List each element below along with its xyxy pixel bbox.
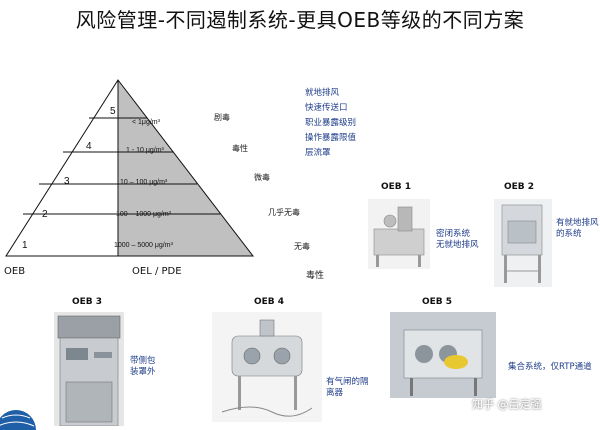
tier-1-range: 1000 – 5000 μg/m³	[114, 242, 174, 249]
oeb1-caption: 密闭系统 无就地排风	[436, 229, 479, 250]
toxicity-label-6: 毒性	[306, 271, 325, 281]
list-item: 就地排风	[305, 88, 340, 98]
tier-4-range: 1 - 10 μg/m³	[126, 147, 165, 154]
tier-2-range: 100 – 1000 μg/m³	[116, 211, 172, 218]
oeb3-equipment-image	[54, 312, 124, 426]
oeb2-title: OEB 2	[504, 182, 535, 192]
tier-5-range: < 1μg/m³	[132, 119, 161, 126]
oeb3-title: OEB 3	[72, 297, 103, 307]
axis-oel-label: OEL / PDE	[132, 266, 182, 277]
oeb2-equipment-image	[494, 199, 552, 287]
globe-logo-icon	[0, 410, 36, 430]
tier-2-number: 2	[42, 209, 48, 220]
oeb2-caption: 有就地排风的系统	[556, 218, 599, 239]
oeb5-equipment-image	[390, 312, 496, 398]
oeb3-caption: 带侧包装罩外	[130, 356, 156, 377]
tier-3-number: 3	[64, 176, 70, 187]
control-measures-list: 就地排风 快速传送口 职业暴露级别 操作暴露限值 层流罩	[305, 86, 356, 161]
toxicity-label-3: 微毒	[254, 173, 270, 182]
list-item: 操作暴露限值	[305, 133, 357, 143]
oeb1-equipment-image	[368, 199, 430, 269]
oeb5-title: OEB 5	[422, 297, 453, 307]
oeb1-title: OEB 1	[381, 182, 412, 192]
list-item: 职业暴露级别	[305, 118, 357, 128]
toxicity-label-2: 毒性	[232, 144, 248, 153]
axis-oeb-label: OEB	[4, 266, 26, 277]
page-title: 风险管理-不同遏制系统-更具OEB等级的不同方案	[75, 8, 525, 32]
list-item: 层流罩	[305, 148, 331, 158]
toxicity-label-1: 剧毒	[214, 113, 230, 122]
list-item: 快速传送口	[305, 103, 348, 113]
oeb5-caption: 集合系统，仅RTP通道	[508, 362, 592, 372]
toxicity-label-5: 无毒	[294, 242, 310, 251]
tier-4-number: 4	[86, 141, 92, 152]
oeb-pyramid: 5 4 3 2 1 < 1μg/m³ 1 - 10 μg/m³ 10 – 100…	[5, 79, 255, 257]
tier-1-number: 1	[22, 240, 28, 251]
tier-3-range: 10 – 100 μg/m³	[120, 179, 168, 186]
oeb4-caption: 有气闸的隔离器	[326, 377, 369, 398]
oeb4-equipment-image	[212, 312, 322, 422]
tier-5-number: 5	[110, 106, 116, 117]
watermark: 知乎 @吕定强	[472, 398, 542, 411]
oeb4-title: OEB 4	[254, 297, 285, 307]
toxicity-label-4: 几乎无毒	[268, 208, 300, 217]
